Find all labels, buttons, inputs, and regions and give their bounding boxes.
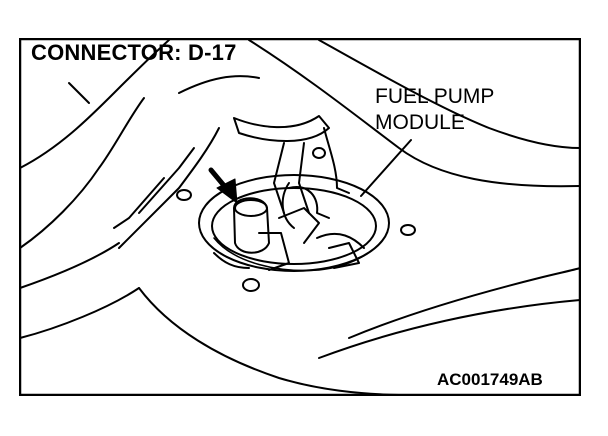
harness-tubes	[233, 115, 350, 229]
mounting-holes	[176, 147, 416, 292]
body-panel-lines	[19, 39, 581, 396]
frame-border	[19, 38, 581, 396]
diagram-frame: CONNECTOR: D-17 FUEL PUMP MODULE AC00174…	[19, 38, 581, 396]
connector-label: CONNECTOR: D-17	[31, 40, 237, 65]
pump-module-ring	[198, 174, 390, 272]
connector-d17	[213, 186, 365, 271]
fuel-pump-illustration	[19, 38, 581, 396]
module-label-line2: MODULE	[375, 111, 465, 134]
figure-code: AC001749AB	[437, 370, 543, 389]
connector-arrow	[208, 167, 238, 204]
fuel-pump-module-label: FUEL PUMP MODULE	[375, 84, 494, 136]
module-label-line1: FUEL PUMP	[375, 85, 495, 108]
module-leader-line	[360, 139, 412, 197]
